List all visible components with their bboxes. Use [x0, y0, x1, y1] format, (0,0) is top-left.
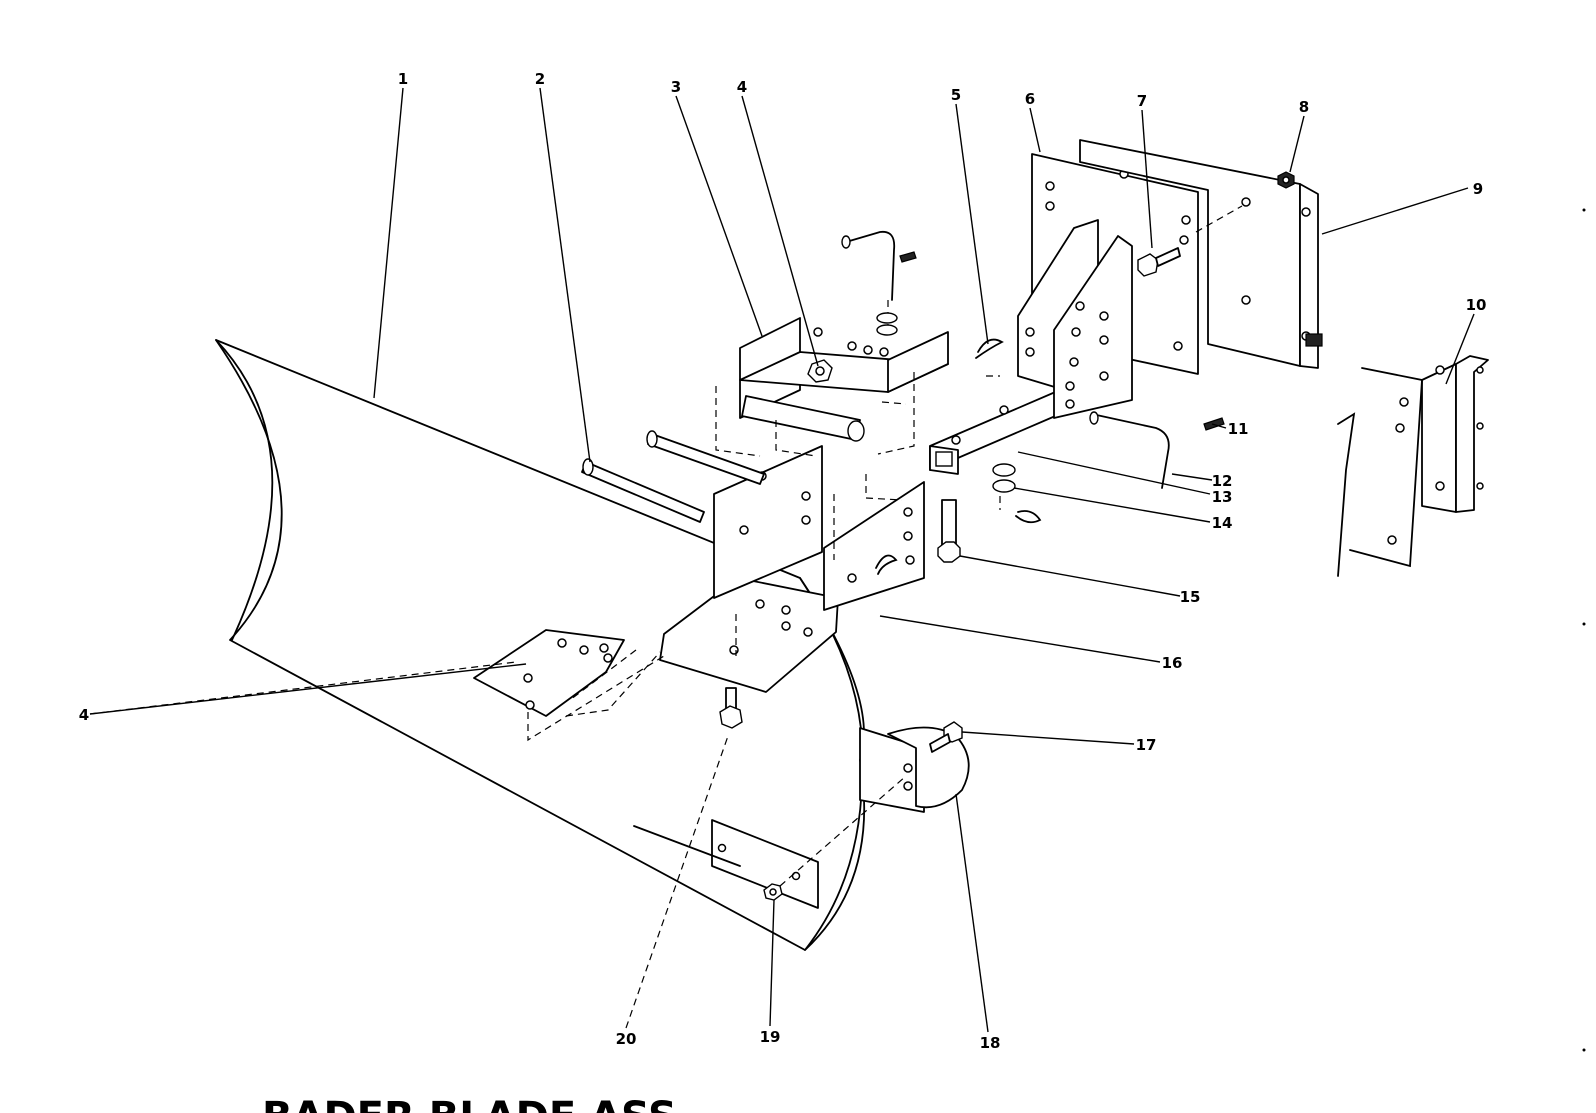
skid-shoe-part	[859, 721, 970, 813]
callout-12: 12	[1212, 472, 1233, 490]
callout-10: 10	[1466, 296, 1487, 314]
callout-5: 5	[951, 86, 961, 104]
callout-20: 20	[616, 1030, 637, 1048]
diagram-title: BADER BLADE ASS	[262, 1094, 677, 1113]
pivot-pin-part	[581, 430, 765, 523]
callout-4-upper: 4	[737, 78, 747, 96]
angle-plate-part	[1017, 153, 1199, 419]
callout-16: 16	[1162, 654, 1183, 672]
callout-1: 1	[398, 70, 408, 88]
callout-18: 18	[980, 1034, 1001, 1052]
title-fragment: BADER BLADE ASS	[262, 1094, 677, 1113]
callout-labels: 1 2 3 4 4 5 6 7 8 9 10 11 12 13 14 15 16…	[79, 70, 1487, 1052]
lock-pin-handle-part	[841, 230, 917, 336]
hardware-19-20-part	[719, 687, 783, 901]
callout-14: 14	[1212, 514, 1233, 532]
callout-3: 3	[671, 78, 681, 96]
callout-4-lower: 4	[79, 706, 89, 724]
callout-7: 7	[1137, 92, 1147, 110]
hex-nut-upper-part	[807, 359, 833, 383]
blade-part	[215, 339, 866, 951]
nut-8-part	[1277, 171, 1295, 189]
callout-13: 13	[1212, 488, 1233, 506]
callout-19: 19	[760, 1028, 781, 1046]
callout-8: 8	[1299, 98, 1309, 116]
callout-2: 2	[535, 70, 545, 88]
callout-6: 6	[1025, 90, 1035, 108]
assembly-lines	[89, 375, 1001, 1029]
callout-9: 9	[1473, 180, 1483, 198]
side-angle-part	[1337, 355, 1489, 577]
swivel-channel-part	[715, 317, 949, 457]
bolt-7-part	[1137, 247, 1181, 277]
hex-bolt-15-part	[937, 499, 961, 563]
callout-17: 17	[1136, 736, 1157, 754]
center-bracket-part	[659, 445, 925, 693]
callout-15: 15	[1180, 588, 1201, 606]
callout-11: 11	[1228, 420, 1249, 438]
mounting-bracket-part	[1079, 139, 1323, 369]
leader-lines	[89, 87, 1475, 1033]
